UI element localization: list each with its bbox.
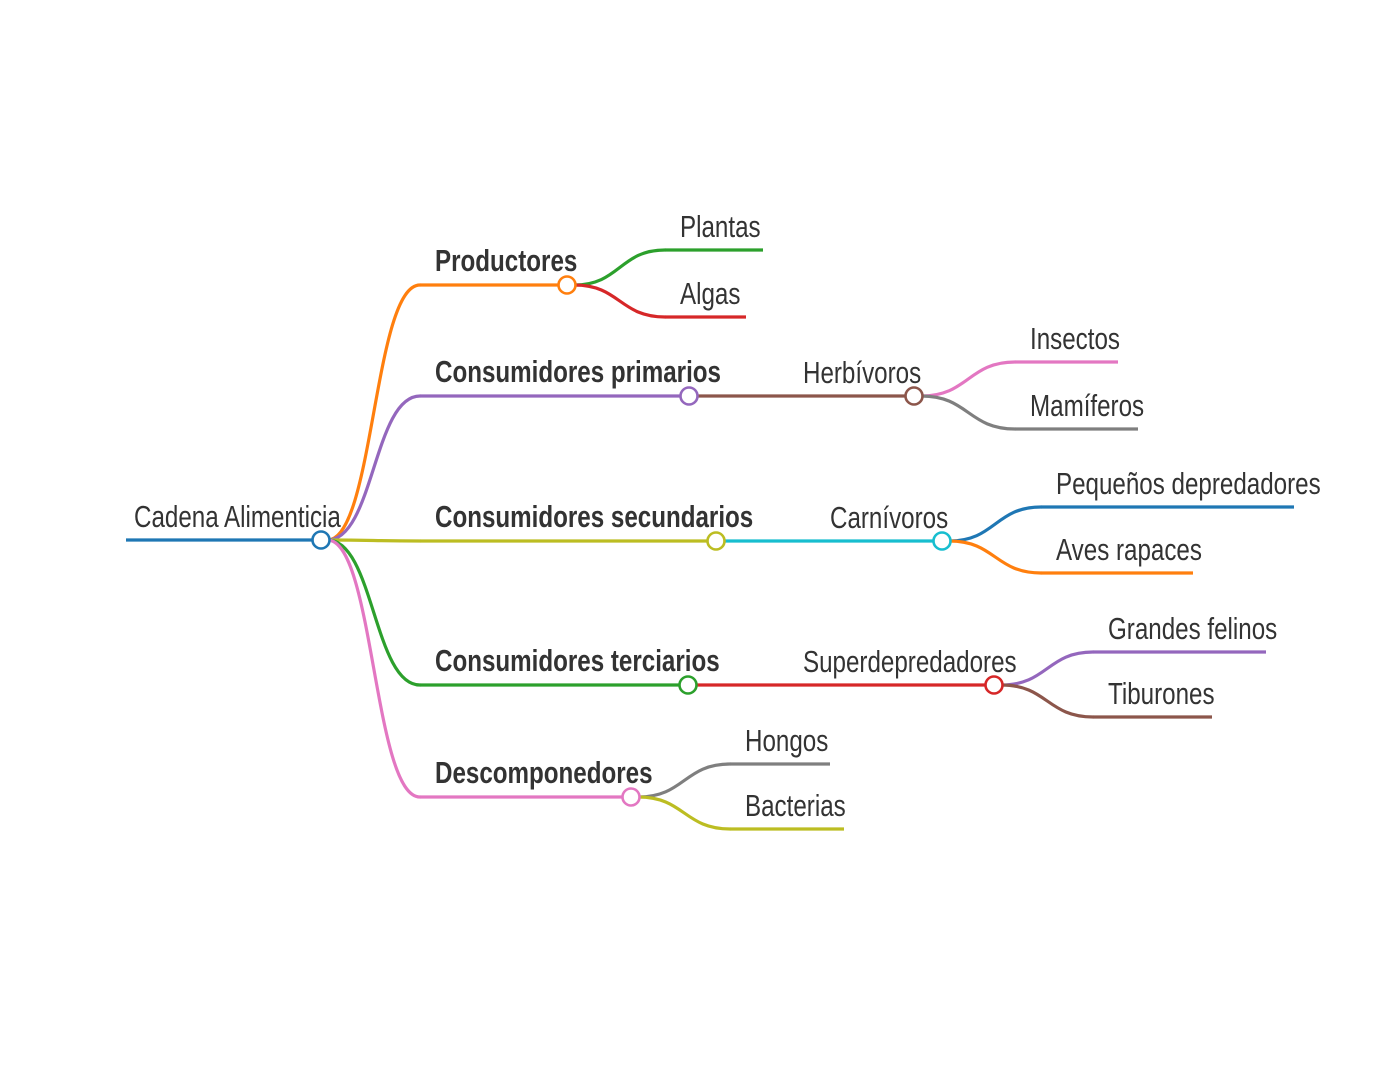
node-circle-primarios[interactable] — [679, 386, 699, 406]
child-label-terciarios-0: Superdepredadores — [803, 644, 1017, 679]
branch-label-productores: Productores — [435, 243, 577, 278]
edge-primarios — [325, 394, 422, 542]
child-label-secundarios-0: Carnívoros — [830, 500, 948, 535]
edge-productores-child-0 — [572, 248, 667, 287]
edge-secundarios-leaf-1 — [947, 539, 1043, 575]
node-circle-secundarios[interactable] — [706, 531, 726, 551]
branch-label-primarios: Consumidores primarios — [435, 354, 721, 389]
branch-label-secundarios: Consumidores secundarios — [435, 499, 753, 534]
edge-primarios-leaf-0 — [919, 360, 1017, 398]
child-label-descomponedores-0: Hongos — [745, 723, 828, 758]
leaf-label-terciarios-0: Grandes felinos — [1108, 611, 1277, 646]
leaf-label-primarios-1: Mamíferos — [1030, 388, 1144, 423]
edge-terciarios-leaf-1 — [999, 683, 1095, 719]
edge-descomponedores-child-0 — [636, 762, 732, 799]
edge-terciarios — [325, 538, 422, 687]
child-label-productores-1: Algas — [680, 276, 740, 311]
child-label-descomponedores-1: Bacterias — [745, 788, 846, 823]
node-circle-descomponedores[interactable] — [621, 787, 641, 807]
leaf-label-primarios-0: Insectos — [1030, 321, 1120, 356]
child-label-productores-0: Plantas — [680, 209, 761, 244]
edge-productores-child-1 — [572, 283, 667, 319]
node-circle-primarios-child-0[interactable] — [904, 386, 924, 406]
leaf-label-secundarios-0: Pequeños depredadores — [1056, 466, 1321, 501]
root-node-circle[interactable] — [311, 530, 331, 550]
node-circle-terciarios[interactable] — [678, 675, 698, 695]
edge-secundarios — [325, 538, 422, 543]
edge-primarios-leaf-1 — [919, 394, 1017, 431]
leaf-label-secundarios-1: Aves rapaces — [1056, 532, 1202, 567]
branch-label-descomponedores: Descomponedores — [435, 755, 653, 790]
edge-secundarios-leaf-0 — [947, 505, 1043, 543]
edge-descomponedores-child-1 — [636, 795, 732, 831]
root-label: Cadena Alimenticia — [134, 499, 341, 534]
edge-terciarios-leaf-0 — [999, 650, 1095, 687]
leaf-label-terciarios-1: Tiburones — [1108, 676, 1215, 711]
node-circle-productores[interactable] — [557, 275, 577, 295]
branch-label-terciarios: Consumidores terciarios — [435, 643, 720, 678]
child-label-primarios-0: Herbívoros — [803, 355, 921, 390]
edge-descomponedores — [325, 538, 422, 799]
node-circle-secundarios-child-0[interactable] — [932, 531, 952, 551]
node-circle-terciarios-child-0[interactable] — [984, 675, 1004, 695]
edge-productores — [325, 283, 422, 542]
